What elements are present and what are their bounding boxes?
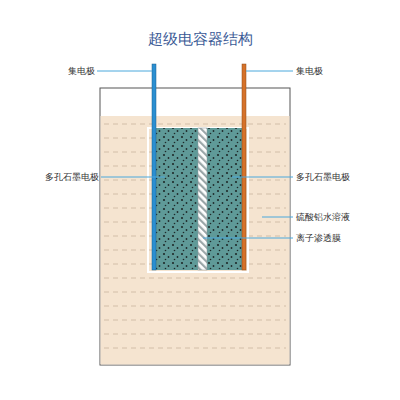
liquid-dash [104, 124, 286, 125]
leader-line [262, 217, 293, 218]
electrolyte [101, 116, 290, 365]
beaker [100, 88, 290, 365]
leader-line [246, 71, 293, 72]
right-electrode [207, 128, 244, 270]
separator-membrane [198, 128, 207, 270]
leader-line [203, 238, 293, 239]
liquid-dash [104, 334, 286, 335]
right-collector [242, 64, 246, 270]
leader-line [232, 177, 293, 178]
liquid-dash [104, 278, 286, 279]
part-label: 多孔石墨电极 [45, 172, 99, 183]
part-label: 离子渗透膜 [296, 233, 341, 244]
leader-line [101, 177, 165, 178]
part-label: 多孔石墨电极 [296, 172, 350, 183]
liquid-dash [104, 292, 286, 293]
left-collector [152, 64, 156, 270]
left-electrode [153, 128, 198, 270]
right-electrode-pores [207, 128, 244, 270]
cell-outline [148, 128, 248, 272]
part-label: 集电极 [68, 66, 95, 77]
part-label: 集电极 [296, 66, 323, 77]
left-electrode-pores [153, 128, 198, 270]
diagram-title: 超级电容器结构 [148, 30, 253, 48]
liquid-dash [104, 320, 286, 321]
part-label: 硫酸铝水溶液 [296, 212, 350, 223]
liquid-dashes [104, 124, 286, 348]
leader-line [97, 71, 152, 72]
liquid-dash [104, 348, 286, 349]
liquid-dash [104, 306, 286, 307]
leader-lines [97, 71, 293, 238]
